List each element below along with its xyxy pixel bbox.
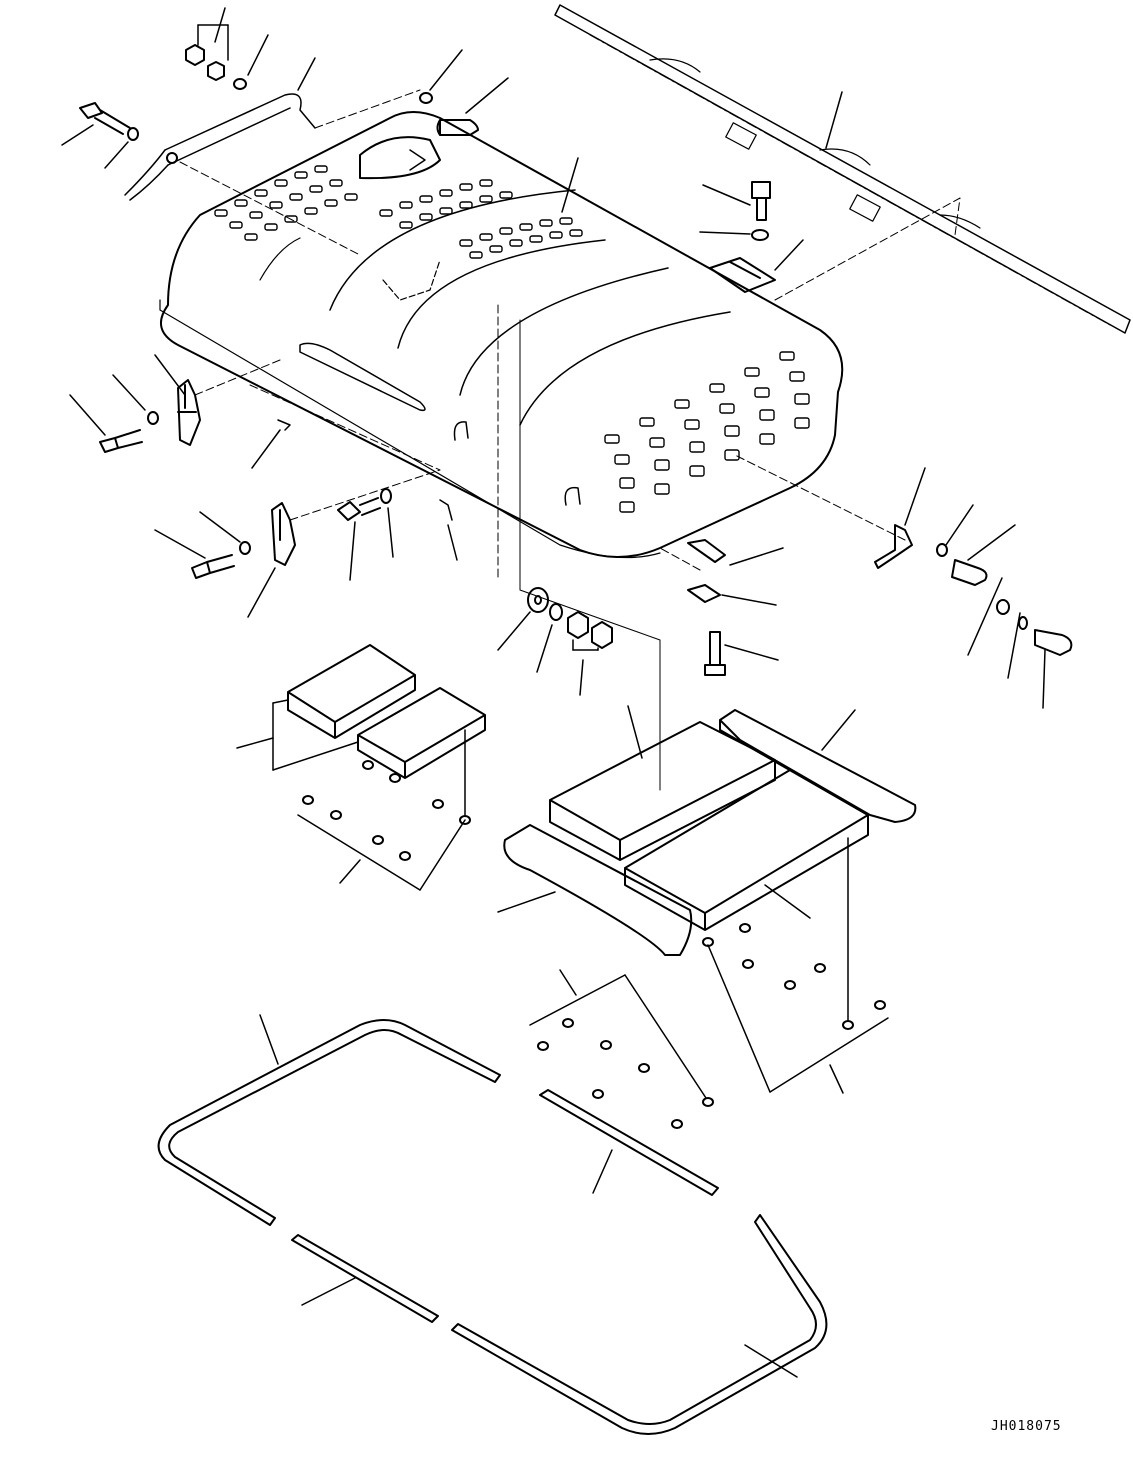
hinge-assembly-top-right: [699, 181, 961, 301]
hold-strap-assembly: [61, 7, 509, 256]
frame-rail: [554, 4, 1131, 334]
latch-assembly-left: [69, 354, 458, 618]
seal-strips: [157, 1014, 828, 1435]
washer-nut-set: [497, 587, 613, 696]
latch-assembly-right: [497, 304, 1073, 791]
mounting-holes-lower: [529, 969, 714, 1129]
drawing-code: JH018075: [991, 1419, 1062, 1434]
insulation-pads-right: [497, 705, 917, 1094]
engine-hood: [159, 111, 844, 559]
insulation-pads-left: [236, 644, 486, 891]
